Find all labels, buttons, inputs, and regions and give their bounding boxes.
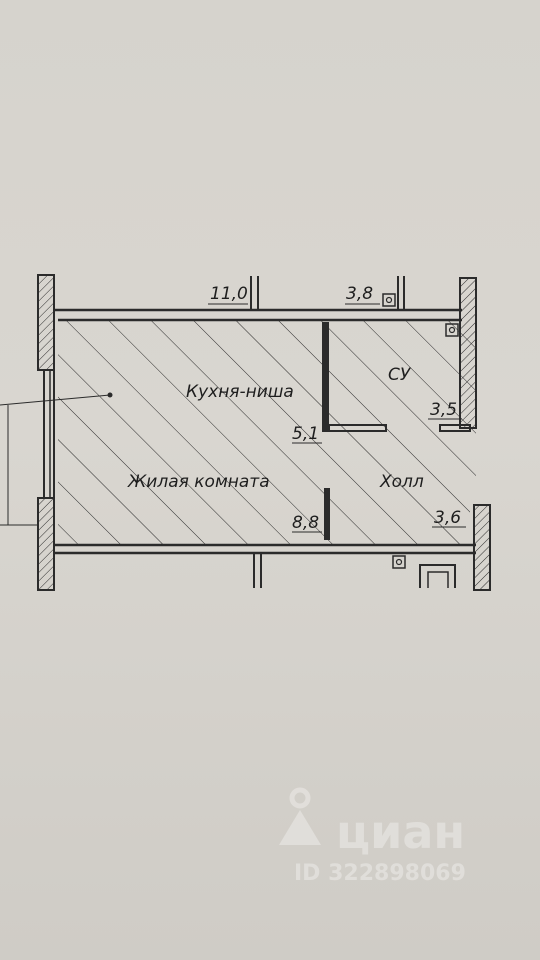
location-pin-icon xyxy=(279,787,321,845)
dimension-top-right: 3,8 xyxy=(346,284,373,304)
vent-shaft-icon xyxy=(382,293,396,307)
room-label-bathroom: СУ xyxy=(388,365,412,385)
left-exterior-wall xyxy=(37,274,55,591)
room-label-living: Жилая комната xyxy=(127,472,270,492)
watermark: циан ID 322898069 xyxy=(279,787,466,886)
vent-shaft-icon xyxy=(392,555,406,569)
bottom-wall xyxy=(54,543,476,588)
dimension-bottom-right: 3,6 xyxy=(434,508,461,528)
dimension-bathroom: 3,5 xyxy=(430,400,457,420)
bathroom-partition xyxy=(322,322,471,540)
leader-lines xyxy=(0,392,113,526)
dimension-top-left: 11,0 xyxy=(210,284,248,304)
dimension-bottom-middle: 8,8 xyxy=(292,513,319,533)
floor-hatch xyxy=(58,320,476,545)
room-label-hall: Холл xyxy=(379,472,424,492)
right-exterior-wall xyxy=(459,277,491,591)
dimension-middle: 5,1 xyxy=(292,424,319,444)
watermark-brand: циан xyxy=(336,805,465,859)
room-label-kitchen: Кухня-ниша xyxy=(186,382,294,402)
top-wall xyxy=(54,276,462,322)
watermark-id: ID 322898069 xyxy=(294,861,466,886)
vent-shaft-icon xyxy=(445,323,459,337)
dimension-underlines xyxy=(208,303,466,533)
